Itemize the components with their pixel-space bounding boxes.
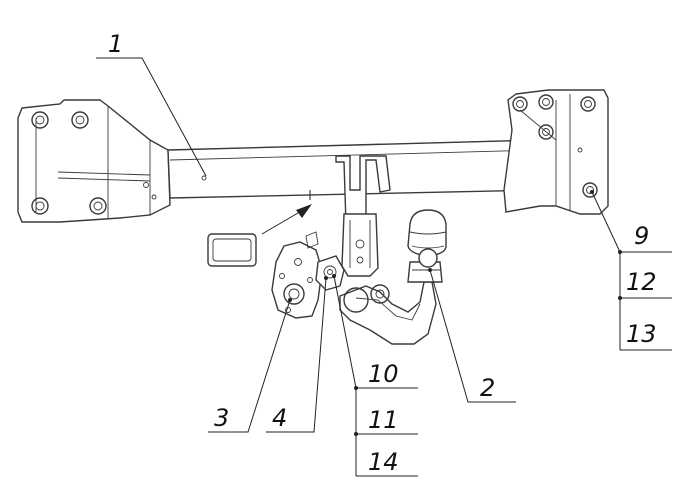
callout-lines	[96, 57, 672, 477]
callout-9: 9	[634, 222, 649, 250]
right-mounting-bracket	[503, 89, 609, 215]
tow-ball-cap	[407, 209, 447, 268]
socket-plate	[271, 231, 323, 319]
tow-ball-neck	[339, 261, 443, 345]
rubber-cap-inner	[212, 238, 252, 262]
mounting-bolt	[315, 255, 345, 291]
callout-2: 2	[480, 374, 495, 402]
callout-1: 1	[108, 30, 123, 58]
callout-4: 4	[272, 404, 287, 432]
view-arrow	[261, 190, 312, 235]
left-mounting-bracket	[17, 99, 171, 223]
rubber-cap	[207, 233, 257, 267]
callout-14: 14	[368, 448, 399, 476]
callout-11: 11	[368, 406, 399, 434]
callout-13: 13	[626, 320, 657, 348]
callout-12: 12	[626, 268, 657, 296]
center-drop-bracket	[335, 155, 391, 277]
callout-3: 3	[214, 404, 229, 432]
callout-10: 10	[368, 360, 399, 388]
